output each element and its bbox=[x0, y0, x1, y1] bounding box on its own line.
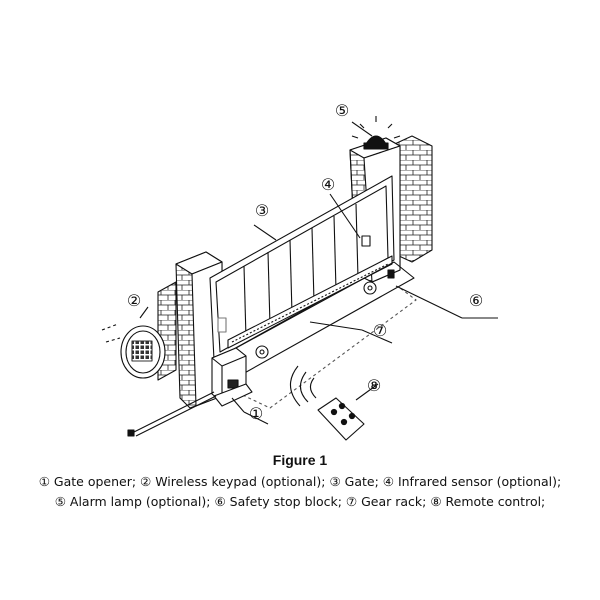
callout-1: ① bbox=[249, 404, 263, 423]
callout-6: ⑥ bbox=[469, 291, 483, 310]
callout-7: ⑦ bbox=[373, 321, 387, 340]
safety-stop-block-icon bbox=[388, 270, 394, 278]
gate bbox=[210, 176, 414, 380]
legend-line-2: ⑤ Alarm lamp (optional); ⑥ Safety stop b… bbox=[0, 494, 600, 509]
callout-5: ⑤ bbox=[335, 101, 349, 120]
infrared-sensor-icon bbox=[362, 236, 370, 246]
callout-3: ③ bbox=[255, 201, 269, 220]
keypad-icon bbox=[121, 326, 165, 378]
callout-4: ④ bbox=[321, 175, 335, 194]
legend-line-1: ① Gate opener; ② Wireless keypad (option… bbox=[0, 474, 600, 489]
callout-8: ⑧ bbox=[367, 376, 381, 395]
figure-title: Figure 1 bbox=[0, 452, 600, 468]
gate-opener-icon bbox=[212, 348, 252, 406]
callout-2: ② bbox=[127, 291, 141, 310]
remote-control-icon bbox=[290, 366, 364, 440]
